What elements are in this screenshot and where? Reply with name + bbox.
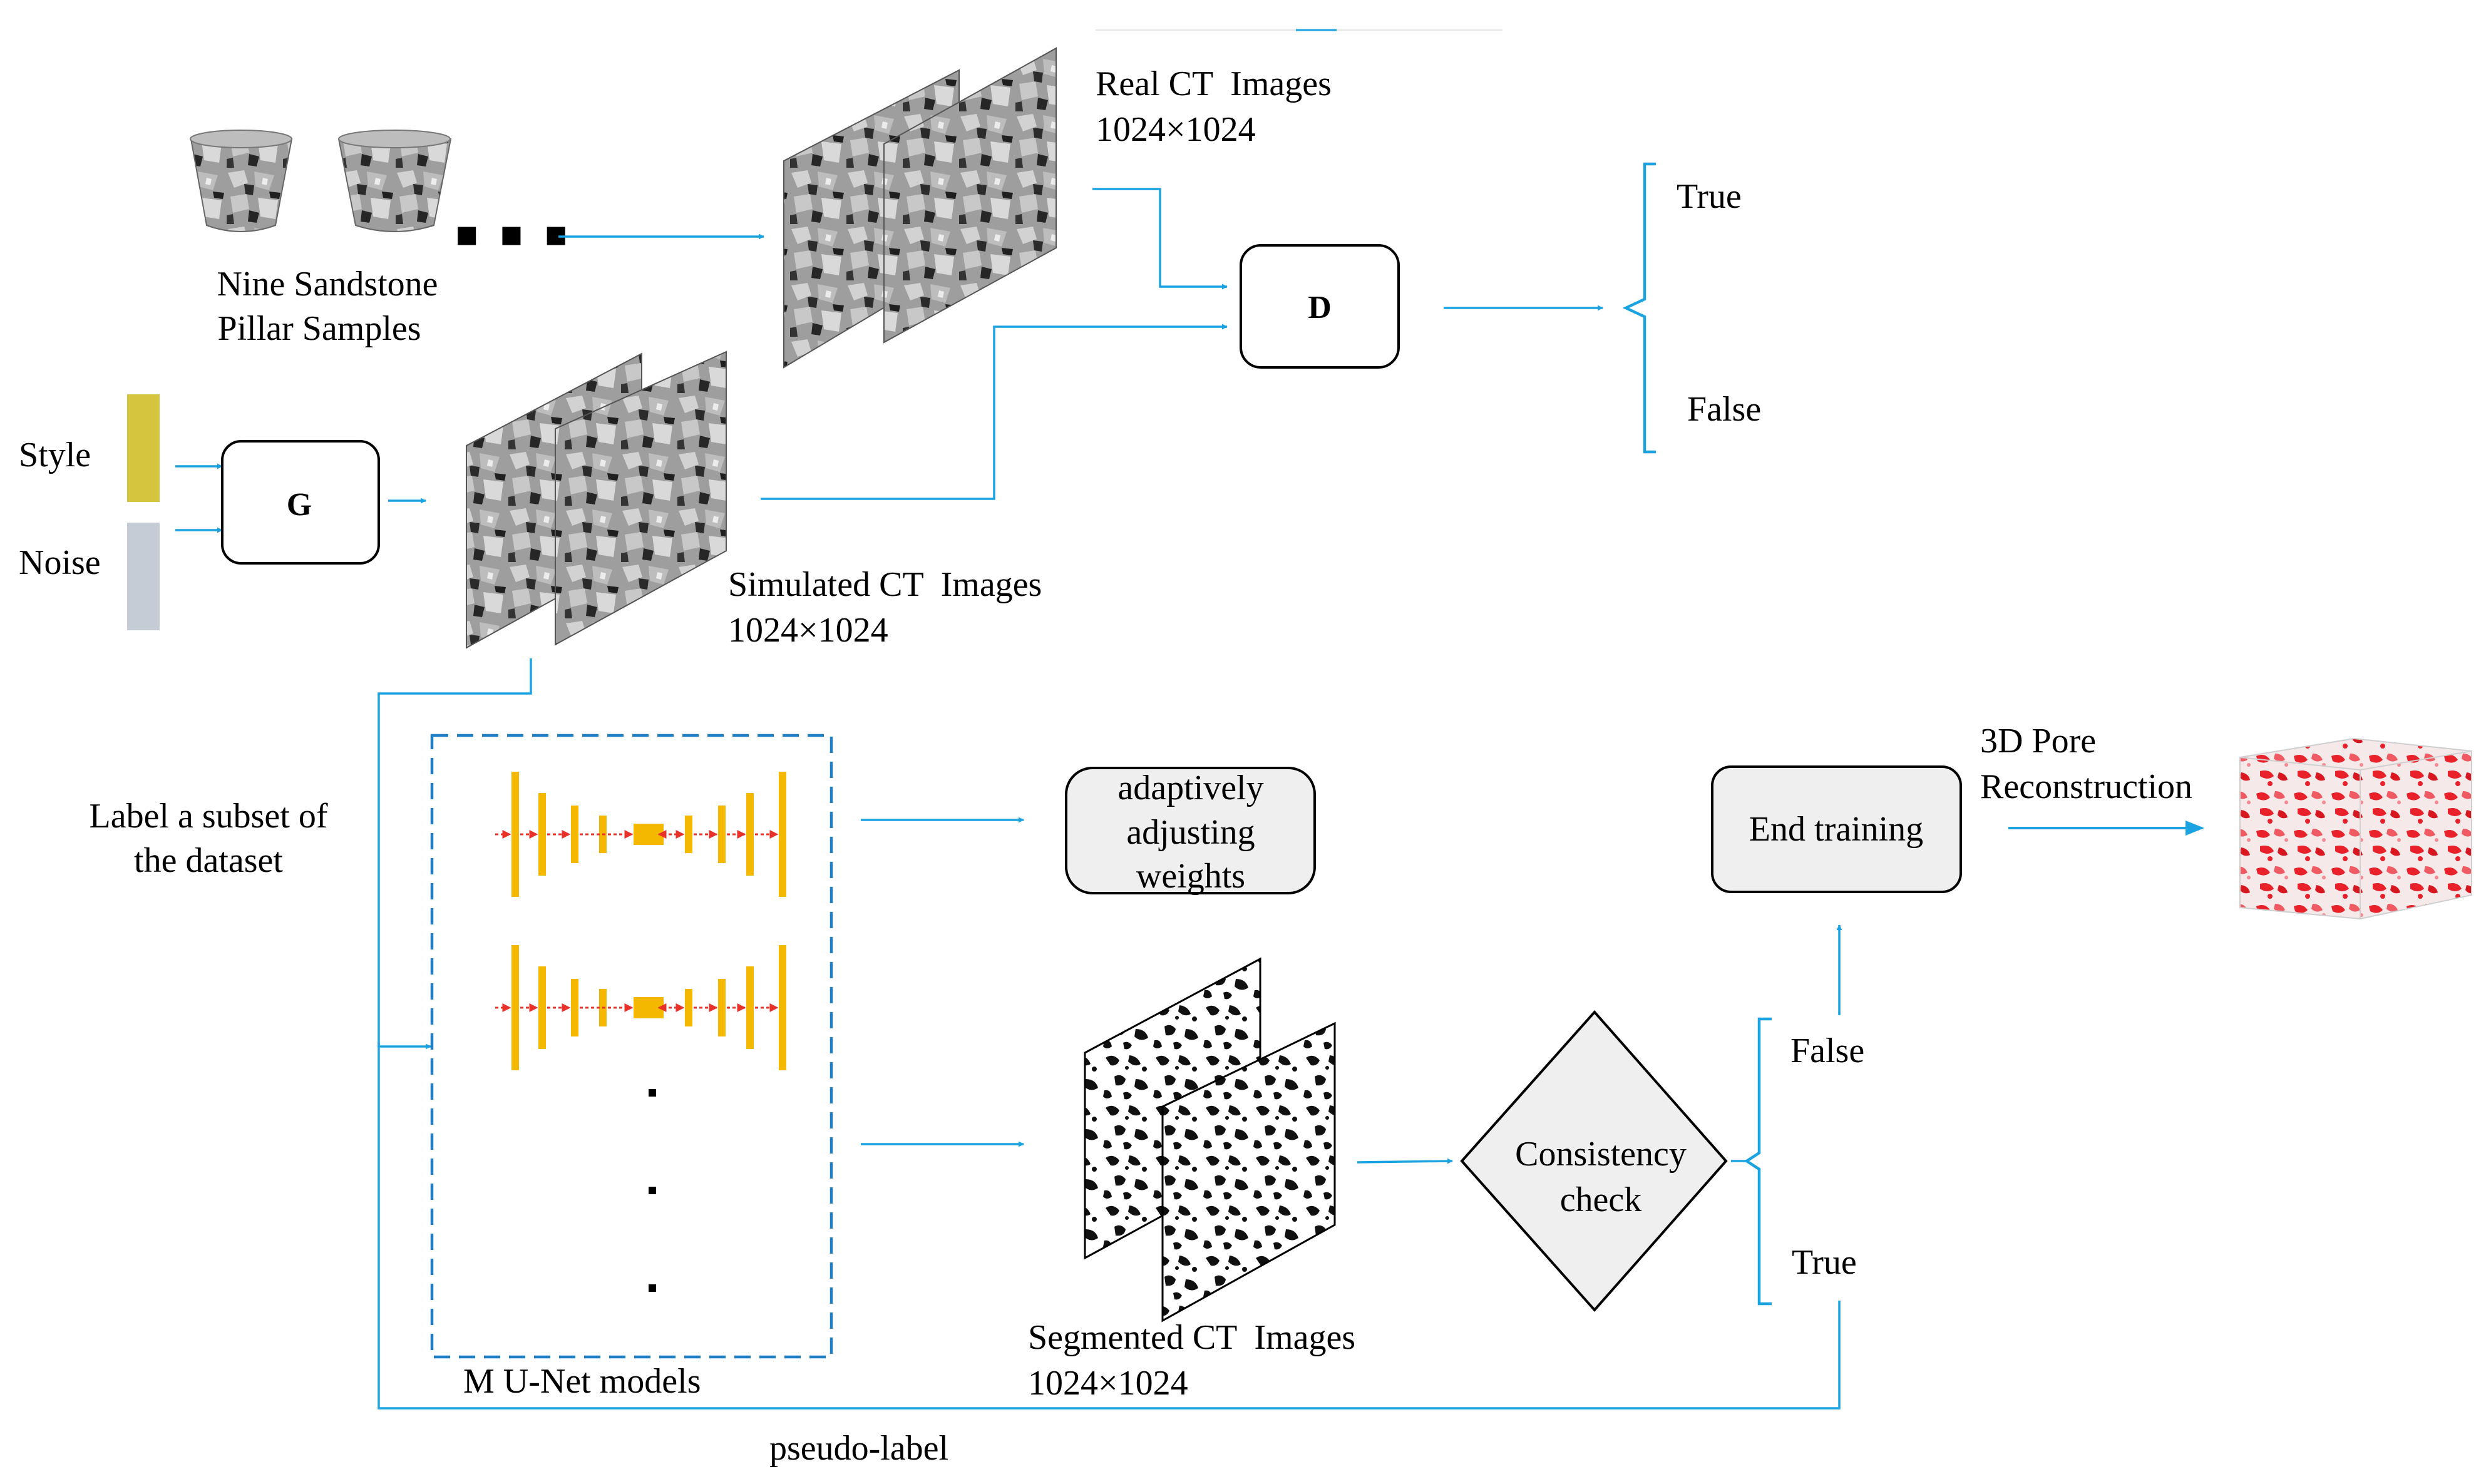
end-training-box — [1711, 765, 1962, 893]
adaptive-weights-line3: weights — [1136, 857, 1245, 896]
arrow-real-ct-to-discriminator — [1092, 188, 1228, 290]
reconstruction-line1: 3D Pore — [1980, 722, 2096, 760]
consistency-check-line1: Consistency — [1515, 1135, 1687, 1174]
style-label: Style — [19, 436, 91, 474]
sandstone-pillar-sample-1 — [190, 130, 293, 232]
label-subset-line1: Label a subset of — [90, 797, 328, 836]
discriminator-output-false: False — [1687, 390, 1761, 429]
noise-vector-bar — [127, 523, 160, 630]
unet-continuation-dot-3 — [649, 1284, 656, 1292]
arrow-simulated-ct-to-unet — [378, 658, 532, 1050]
consistency-output-bracket — [1744, 1017, 1772, 1306]
segmented-ct-title: Segmented CT Images — [1028, 1318, 1355, 1357]
simulated-ct-image-stack — [466, 351, 727, 649]
consistency-output-false: False — [1790, 1031, 1864, 1070]
simulated-ct-title: Simulated CT Images — [728, 565, 1042, 604]
adaptive-weights-box — [1065, 767, 1316, 894]
label-subset-line2: the dataset — [134, 841, 283, 880]
samples-label-line2: Pillar Samples — [217, 309, 421, 348]
pseudo-label-feedback-line — [378, 1042, 1841, 1410]
simulated-ct-size: 1024×1024 — [728, 611, 888, 650]
discriminator-box — [1240, 244, 1400, 369]
segmented-ct-image-stack — [1084, 957, 1336, 1323]
real-ct-title: Real CT Images — [1096, 64, 1332, 103]
unet-model-1 — [495, 772, 786, 897]
consistency-output-true: True — [1792, 1243, 1857, 1282]
arrow-simulated-ct-to-discriminator — [761, 324, 1228, 500]
generator-label: G — [287, 487, 312, 523]
style-vector-bar — [127, 394, 160, 502]
end-training-label: End training — [1749, 810, 1923, 849]
adaptive-weights-line2: adjusting — [1126, 813, 1255, 852]
unet-models-box — [430, 734, 833, 1359]
noise-label: Noise — [19, 543, 101, 582]
generator-box — [221, 440, 380, 565]
reconstruction-line2: Reconstruction — [1980, 767, 2192, 806]
pseudo-label-text: pseudo-label — [769, 1429, 948, 1468]
sandstone-pillar-sample-2 — [337, 130, 452, 232]
consistency-check-diamond — [1460, 1010, 1728, 1313]
samples-ellipsis: ■ ■ ■ — [456, 214, 574, 255]
unet-model-2 — [495, 945, 786, 1070]
3d-pore-reconstruction-cube — [2239, 737, 2472, 920]
real-ct-image-stack — [783, 47, 1057, 369]
consistency-check-line2: check — [1560, 1180, 1642, 1219]
adaptive-weights-line1: adaptively — [1117, 769, 1263, 807]
unet-continuation-dot-1 — [649, 1089, 656, 1097]
discriminator-output-true: True — [1677, 177, 1742, 216]
arrow-segmented-ct-to-consistency-check — [1357, 1158, 1453, 1164]
samples-label-line1: Nine Sandstone — [217, 265, 438, 304]
real-ct-size: 1024×1024 — [1096, 110, 1256, 149]
discriminator-output-bracket — [1622, 162, 1656, 454]
unet-continuation-dot-2 — [649, 1187, 656, 1194]
discriminator-label: D — [1308, 290, 1332, 325]
segmented-ct-size: 1024×1024 — [1028, 1364, 1188, 1403]
unet-models-label: M U-Net models — [463, 1362, 701, 1401]
